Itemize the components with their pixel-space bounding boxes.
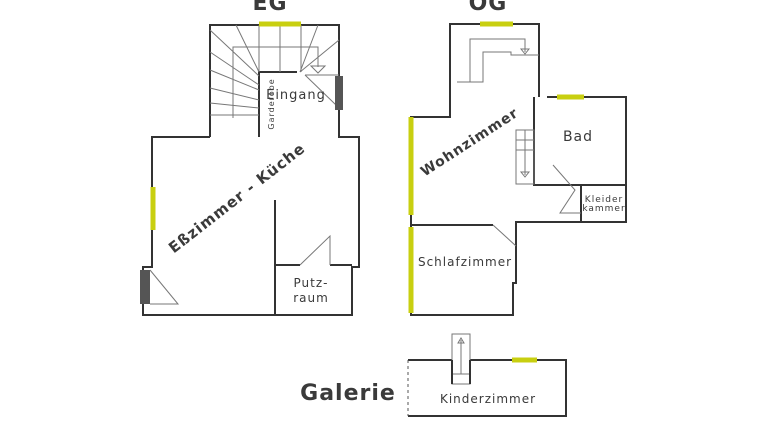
room-label-putzraum-2: raum [293, 291, 329, 305]
room-label-schlafzimmer: Schlafzimmer [418, 255, 512, 269]
terrace-door [140, 270, 150, 304]
room-label-putzraum-1: Putz- [294, 276, 329, 290]
gallery-title: Galerie [300, 381, 396, 406]
gallery-walls [407, 333, 567, 417]
og-title: OG [469, 0, 508, 16]
eg-title: EG [252, 0, 287, 16]
eg-stairs [209, 24, 340, 118]
stair-arrow-icon [519, 171, 531, 178]
entrance-door [335, 76, 343, 110]
room-label-garderobe: Garderobe [267, 78, 276, 129]
room-label-kinderzimmer: Kinderzimmer [440, 392, 536, 406]
room-label-esszimmer-kueche: Eßzimmer - Küche [165, 139, 309, 257]
stair-arrow-icon [309, 65, 327, 74]
room-label-kleiderkammer-2: kammer [582, 204, 625, 214]
stair-arrow-icon [519, 48, 531, 55]
room-label-kleiderkammer-1: Kleider [585, 195, 623, 205]
room-label-eingang: Eingang [266, 88, 326, 103]
og-walls [410, 23, 627, 316]
stair-arrow-icon [457, 337, 465, 344]
room-label-bad: Bad [563, 129, 593, 145]
